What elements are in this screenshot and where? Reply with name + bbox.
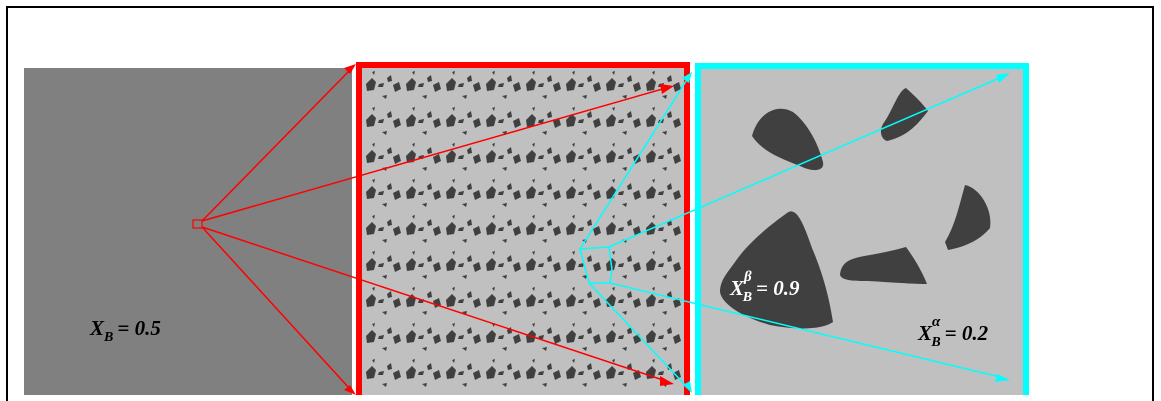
cyan-arrow-upper-right: [608, 75, 1005, 248]
cyan-arrow-upper-left: [579, 77, 689, 250]
particle-2: [880, 88, 928, 141]
particle-3: [945, 185, 991, 250]
cyan-arrow-lower-right: [609, 282, 1005, 379]
meso-zoom-box: [579, 246, 613, 284]
meso-region: [362, 68, 684, 395]
meso-border: [356, 62, 690, 395]
red-arrow-lower-left: [201, 226, 351, 390]
arrowhead-cyan-4: [995, 374, 1010, 382]
particle-1: [752, 108, 824, 171]
arrowhead-red-4: [660, 376, 674, 386]
red-arrowheads: [344, 64, 674, 395]
cyan-zoom-arrows: [579, 75, 1005, 389]
particle-5: [720, 211, 833, 329]
red-arrow-upper-left: [201, 69, 351, 222]
cyan-arrow-lower-left: [588, 282, 689, 389]
red-arrow-lower-right: [201, 226, 667, 382]
arrowhead-red-3: [660, 84, 674, 94]
micro-border: [695, 63, 1029, 395]
cyan-arrowheads: [682, 72, 1010, 393]
macro-composition-label: XB= 0.5: [89, 316, 161, 345]
meso-panel: [356, 62, 690, 395]
arrowhead-cyan-2: [683, 381, 692, 393]
arrowhead-red-2: [344, 385, 356, 395]
arrowhead-cyan-3: [996, 73, 1010, 83]
particle-4: [840, 247, 927, 284]
arrowhead-red-1: [344, 64, 356, 74]
red-zoom-arrows: [201, 69, 667, 390]
macro-region: [24, 68, 352, 395]
arrowhead-cyan-1: [682, 72, 692, 83]
red-arrow-upper-right: [201, 87, 667, 222]
macro-zoom-box: [192, 219, 203, 229]
figure-frame: [6, 6, 1154, 401]
macro-panel: XB= 0.5: [24, 68, 352, 395]
